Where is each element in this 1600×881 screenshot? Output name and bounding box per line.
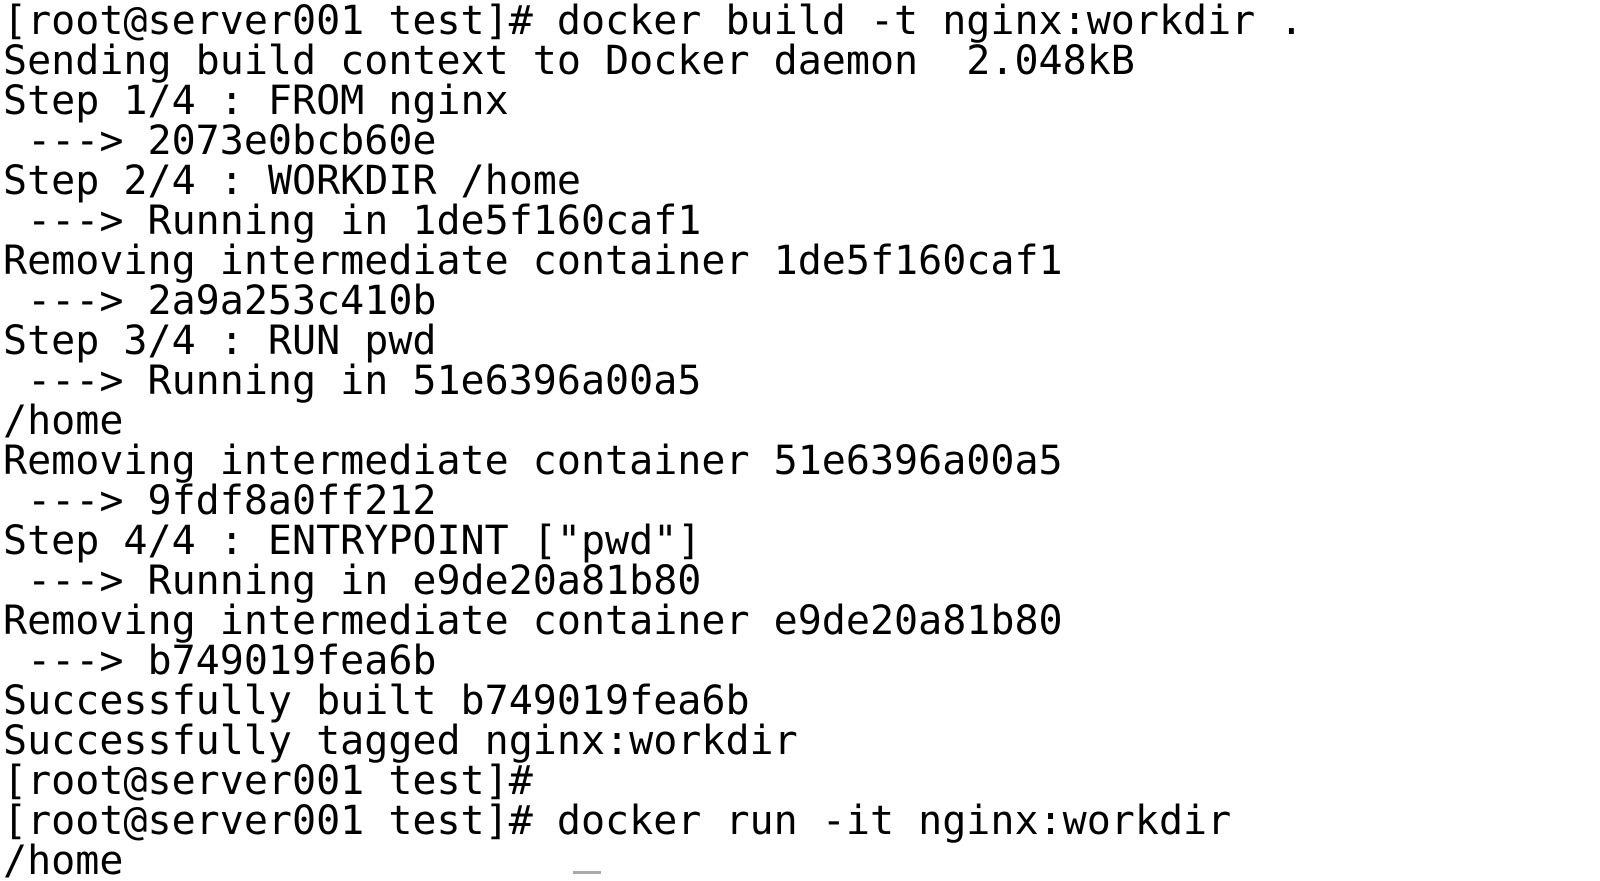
terminal-line: Successfully tagged nginx:workdir	[3, 718, 798, 764]
terminal-line: Step 3/4 : RUN pwd	[3, 318, 437, 364]
terminal-line: Successfully built b749019fea6b	[3, 678, 750, 724]
terminal-line: [root@server001 test]#	[3, 758, 533, 804]
terminal-line: Removing intermediate container 51e6396a…	[3, 438, 1063, 484]
terminal-line: Removing intermediate container e9de20a8…	[3, 598, 1063, 644]
terminal-line: ---> Running in 51e6396a00a5	[3, 358, 702, 404]
terminal-line: ---> 2a9a253c410b	[3, 278, 437, 324]
terminal-line: ---> Running in e9de20a81b80	[3, 558, 702, 604]
terminal-line: [root@server001 test]# docker run -it ng…	[3, 798, 1232, 844]
terminal-line: ---> Running in 1de5f160caf1	[3, 198, 702, 244]
terminal-line: Step 2/4 : WORKDIR /home	[3, 158, 581, 204]
terminal-line: ---> b749019fea6b	[3, 638, 437, 684]
terminal-line: Sending build context to Docker daemon 2…	[3, 38, 1135, 84]
terminal-line: Removing intermediate container 1de5f160…	[3, 238, 1063, 284]
terminal-line: Step 4/4 : ENTRYPOINT ["pwd"]	[3, 518, 702, 564]
terminal-line: ---> 9fdf8a0ff212	[3, 478, 437, 524]
terminal-cursor	[573, 871, 601, 874]
terminal-line: [root@server001 test]# docker build -t n…	[3, 0, 1304, 44]
terminal-line: ---> 2073e0bcb60e	[3, 118, 437, 164]
terminal-line: /home	[3, 838, 124, 881]
terminal-line: /home	[3, 398, 124, 444]
terminal-line: Step 1/4 : FROM nginx	[3, 78, 509, 124]
